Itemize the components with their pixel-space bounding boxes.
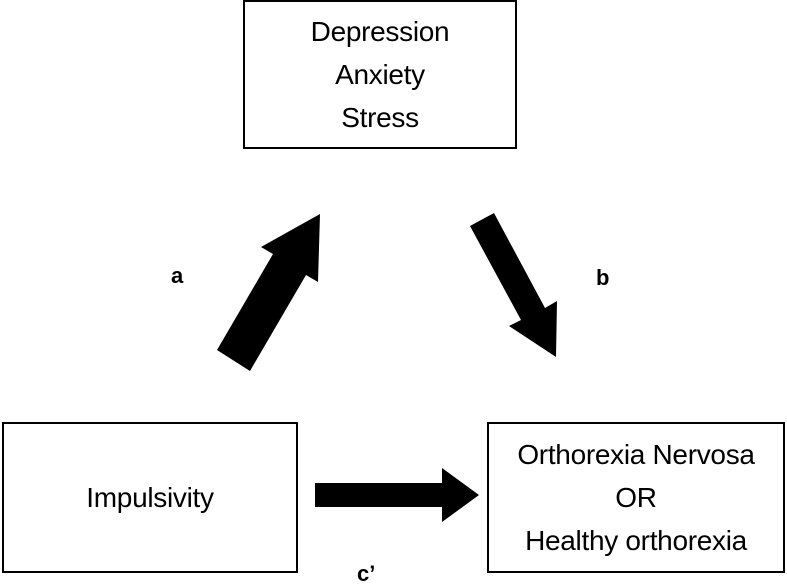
predictor-box: Impulsivity bbox=[2, 422, 298, 573]
mediator-line-depression: Depression bbox=[310, 16, 450, 47]
mediator-box: Depression Anxiety Stress bbox=[243, 0, 517, 149]
path-b-arrow bbox=[470, 213, 557, 357]
mediator-line-anxiety: Anxiety bbox=[335, 59, 425, 90]
path-c-prime-label: c’ bbox=[357, 561, 376, 586]
predictor-label: Impulsivity bbox=[86, 482, 214, 513]
outcome-line-or: OR bbox=[615, 482, 657, 513]
path-a-arrow bbox=[217, 214, 320, 371]
path-b-label: b bbox=[596, 265, 610, 290]
path-a-label: a bbox=[171, 263, 184, 288]
path-c-prime-arrow bbox=[315, 468, 479, 522]
outcome-box: Orthorexia Nervosa OR Healthy orthorexia bbox=[487, 422, 785, 573]
mediator-line-stress: Stress bbox=[341, 102, 419, 133]
outcome-line-orthorexia-nervosa: Orthorexia Nervosa bbox=[517, 439, 755, 470]
outcome-line-healthy-orthorexia: Healthy orthorexia bbox=[525, 525, 747, 556]
